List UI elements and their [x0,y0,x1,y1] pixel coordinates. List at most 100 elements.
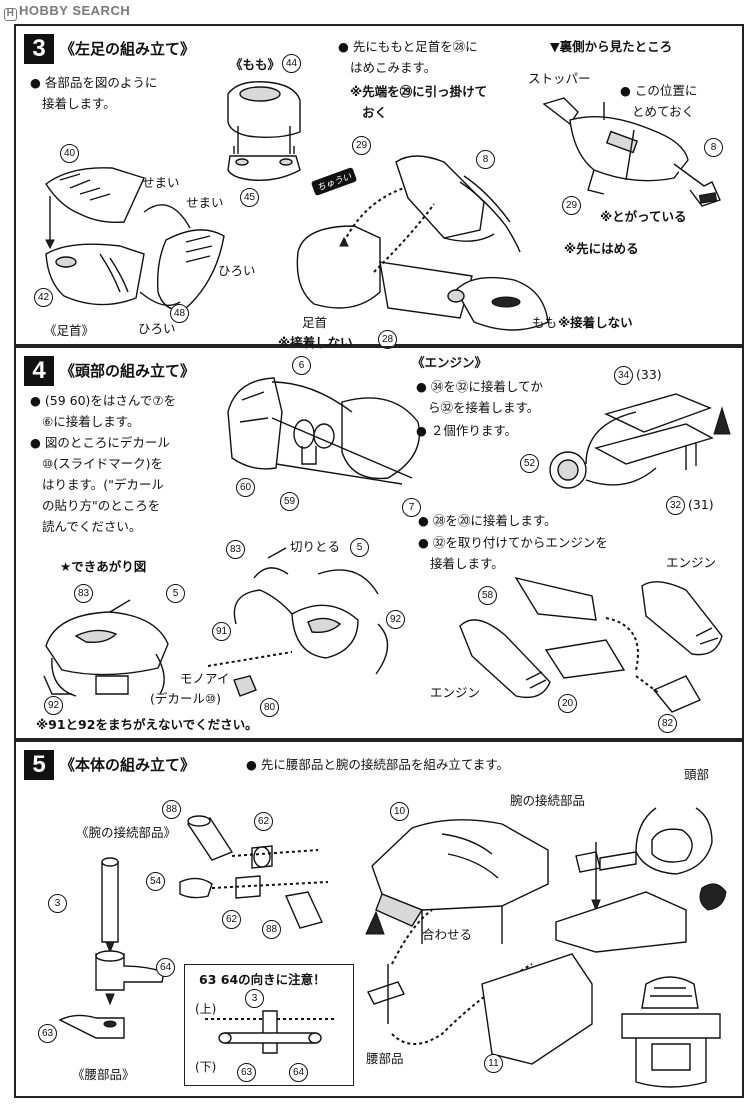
arm-parts-drawing [168,812,338,932]
part-number: 64 [289,1063,308,1082]
hobby-logo-icon: H [4,8,17,21]
part-number: 6 [292,356,311,375]
finished-head-drawing [36,598,186,698]
watermark-text: HOBBY SEARCH [19,3,131,18]
orientation-drawing [205,1009,335,1065]
pointed-note: ※とがっている [600,209,687,224]
narrow-label: せまい [186,195,224,210]
engine-title: 《エンジン》 [412,355,488,370]
down-label: (下) [195,1060,217,1074]
fit-text-4: おく [362,105,388,120]
orientation-note-box: 63 64の向きに注意！ (上) (下) 3 63 64 [184,964,354,1086]
no-glue-note: ※接着しない [558,315,633,330]
left-foot-drawing [40,162,230,332]
arm-parts-label: 《腕の接続部品》 [76,825,177,840]
part-number: 10 [390,802,409,821]
part-number: 8 [476,150,495,169]
step-4-section: 4 《頭部の組み立て》 ● (59 60)をはさんで⑦を ⑥に接着します。 ● … [14,346,744,740]
torso-frame-drawing [536,782,736,952]
part-number: 28 [378,330,397,349]
instruction-line: 読んでください。 [42,519,142,534]
arm-parts-caption: 腕の接続部品 [510,793,586,808]
part-number: 63 [237,1063,256,1082]
part-number: 3 [245,989,264,1008]
part-number: 45 [240,188,259,207]
step-title: 《頭部の組み立て》 [60,362,196,380]
part-number: 62 [254,812,273,831]
instruction-line: ⑩(スライドマーク)を [42,456,163,471]
warning-note: ※91と92をまちがえないでください。 [36,717,258,732]
part-number: 83 [226,540,245,559]
part-number-alt: (33) [636,367,662,382]
step-title: 《本体の組み立て》 [60,756,196,774]
ankle-caption: 足首 [302,315,328,330]
part-number: 62 [222,910,241,929]
finished-body-drawing [616,974,726,1094]
part-number: 80 [260,698,279,717]
part-number: 88 [162,800,181,819]
stopper-label: ストッパー [528,71,591,86]
instruction-line: ● (59 60)をはさんで⑦を [30,393,177,408]
step-3-section: 3 《左足の組み立て》 ● 各部品を図のように 接着します。 《もも》 44 4… [14,24,744,350]
part-number: 3 [48,894,67,913]
waist-label: 腰部品 [366,1051,404,1066]
mono-eye-decal-drawing [230,674,260,698]
part-number: 20 [558,694,577,713]
head-parts-drawing [212,372,432,492]
part-number: 82 [658,714,677,733]
head-label: 頭部 [684,767,710,782]
part-number: 5 [166,584,185,603]
instruction-text: ● 先に腰部品と腕の接続部品を組み立てます。 [246,757,510,772]
part-number: 91 [212,622,231,641]
thigh-label: 《もも》 [230,57,281,72]
instruction-line: の貼り方"のところを [42,498,161,513]
thigh-caption: もも [532,315,558,330]
part-number: 29 [352,136,371,155]
part-number: 5 [350,538,369,557]
step-number: 4 [24,356,54,386]
part-number: 29 [562,196,581,215]
step-number: 3 [24,34,54,64]
part-number: 52 [520,454,539,473]
instruction-line: ● 図のところにデカール [30,435,170,450]
engine-text: ● ２個作ります。 [416,423,518,438]
engine-step-text: ● ㉘を⑳に接着します。 [418,513,557,528]
fit-text-3: ※先端を㉙に引っ掛けて [350,84,488,99]
part-number: 11 [484,1054,503,1073]
part-number: 32 [666,496,685,515]
part-number: 34 [614,366,633,385]
part-number: 40 [60,144,79,163]
wide-label: ひろい [218,263,256,278]
back-view-label: ▼裏側から見たところ [550,39,673,54]
insert-tip-note: ※先にはめる [564,241,639,256]
engine-label: エンジン [666,555,717,570]
cut-label: 切りとる [290,539,341,554]
step-number: 5 [24,750,54,780]
engine-parts-drawing [536,384,736,504]
back-view-drawing [534,90,734,210]
instruction-line: ⑥に接着します。 [42,414,140,429]
part-number: 59 [280,492,299,511]
part-number: 8 [704,138,723,157]
instruction-line-2: 接着します。 [42,96,116,111]
engine-step-text: ● ㉜を取り付けてからエンジンを [418,535,608,550]
align-label: 合わせる [422,927,473,942]
part-number: 63 [38,1024,57,1043]
position-note-2: とめておく [632,104,695,119]
narrow-label: せまい [142,175,180,190]
step-5-section: 5 《本体の組み立て》 ● 先に腰部品と腕の接続部品を組み立てます。 《腕の接続… [14,740,744,1098]
waist-part-drawing [56,842,176,1042]
part-number: 48 [170,304,189,323]
fit-text-1: ● 先にももと足首を㉘に [338,39,478,54]
engine-text: ら㉜を接着します。 [428,400,540,415]
part-number: 92 [44,696,63,715]
engine-step-text: 接着します。 [430,556,504,571]
thigh-parts-drawing [208,74,314,194]
part-number: 83 [74,584,93,603]
part-number: 60 [236,478,255,497]
part-number: 7 [402,498,421,517]
instruction-line: はります。("デカール [42,477,164,492]
part-number: 88 [262,920,281,939]
wide-label: ひろい [138,321,176,336]
